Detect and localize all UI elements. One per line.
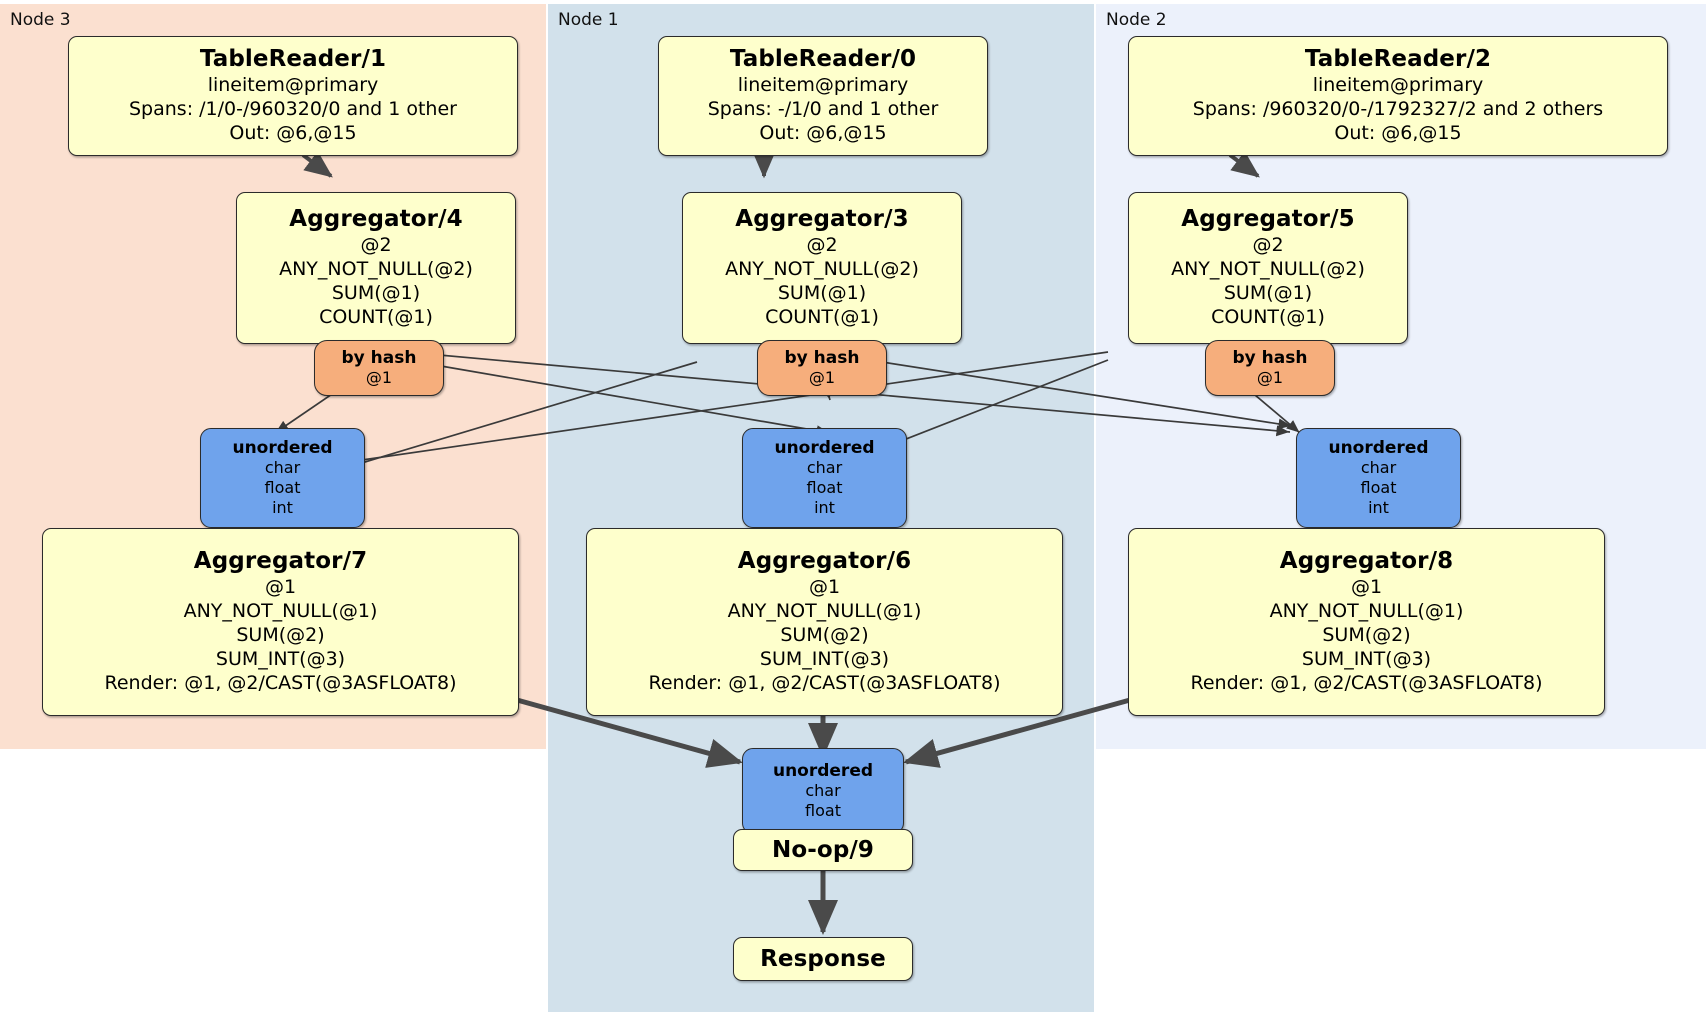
router-title: by hash [341,348,417,368]
stream-line: int [814,498,835,517]
node-title: TableReader/2 [1304,45,1492,72]
node-title: Aggregator/6 [737,547,912,574]
node-title: Aggregator/3 [735,205,909,232]
router-by-hash-node-1[interactable]: by hash @1 [757,340,887,396]
router-line: @1 [365,368,393,387]
node-line: SUM_INT(@3) [1301,647,1432,670]
node-title: Response [760,945,886,972]
stream-title: unordered [772,761,874,781]
cluster-label-node-2: Node 2 [1106,10,1167,30]
node-line: COUNT(@1) [1211,305,1325,328]
processor-response[interactable]: Response [733,937,913,981]
processor-tablereader-2[interactable]: TableReader/2 lineitem@primary Spans: /9… [1128,36,1668,156]
node-line: ANY_NOT_NULL(@1) [183,599,378,622]
node-line: @2 [360,233,392,256]
node-title: Aggregator/5 [1181,205,1355,232]
stream-line: int [272,498,293,517]
processor-tablereader-1[interactable]: TableReader/1 lineitem@primary Spans: /1… [68,36,518,156]
node-line: ANY_NOT_NULL(@2) [725,257,919,280]
node-line: ANY_NOT_NULL(@1) [727,599,922,622]
processor-aggregator-3[interactable]: Aggregator/3 @2 ANY_NOT_NULL(@2) SUM(@1)… [682,192,962,344]
cluster-label-node-1: Node 1 [558,10,619,30]
node-title: TableReader/0 [729,45,917,72]
node-line: ANY_NOT_NULL(@1) [1269,599,1464,622]
router-title: by hash [1232,348,1308,368]
node-title: Aggregator/7 [193,547,368,574]
node-line: COUNT(@1) [319,305,433,328]
node-title: No-op/9 [772,836,874,863]
node-line: Render: @1, @2/CAST(@3ASFLOAT8) [1190,671,1543,694]
node-line: @1 [1350,575,1383,598]
processor-aggregator-5[interactable]: Aggregator/5 @2 ANY_NOT_NULL(@2) SUM(@1)… [1128,192,1408,344]
processor-noop-9[interactable]: No-op/9 [733,829,913,871]
router-by-hash-node-3[interactable]: by hash @1 [314,340,444,396]
node-line: SUM(@1) [331,281,421,304]
node-line: Out: @6,@15 [229,121,357,144]
node-line: lineitem@primary [737,73,909,96]
node-line: COUNT(@1) [765,305,879,328]
stream-title: unordered [232,438,333,458]
stream-line: char [805,781,841,800]
node-line: SUM(@1) [1223,281,1313,304]
stream-line: char [264,458,301,477]
node-line: @1 [264,575,297,598]
router-line: @1 [808,368,836,387]
processor-aggregator-7[interactable]: Aggregator/7 @1 ANY_NOT_NULL(@1) SUM(@2)… [42,528,519,716]
router-by-hash-node-2[interactable]: by hash @1 [1205,340,1335,396]
processor-aggregator-8[interactable]: Aggregator/8 @1 ANY_NOT_NULL(@1) SUM(@2)… [1128,528,1605,716]
node-line: Spans: /960320/0-/1792327/2 and 2 others [1192,97,1604,120]
node-line: SUM(@2) [236,623,325,646]
stream-unordered-node-1[interactable]: unordered char float int [742,428,907,528]
stream-title: unordered [1328,438,1429,458]
processor-aggregator-6[interactable]: Aggregator/6 @1 ANY_NOT_NULL(@1) SUM(@2)… [586,528,1063,716]
stream-unordered-final[interactable]: unordered char float [742,748,904,834]
node-line: lineitem@primary [207,73,379,96]
node-line: SUM_INT(@3) [215,647,346,670]
stream-line: float [1360,478,1397,497]
node-title: TableReader/1 [199,45,387,72]
node-line: @1 [808,575,841,598]
processor-aggregator-4[interactable]: Aggregator/4 @2 ANY_NOT_NULL(@2) SUM(@1)… [236,192,516,344]
stream-line: char [1360,458,1397,477]
stream-line: float [806,478,843,497]
node-line: SUM(@1) [777,281,867,304]
router-line: @1 [1256,368,1284,387]
stream-line: int [1368,498,1389,517]
node-line: Spans: /1/0-/960320/0 and 1 other [129,97,457,120]
stream-title: unordered [774,438,875,458]
node-line: Render: @1, @2/CAST(@3ASFLOAT8) [104,671,457,694]
node-line: SUM_INT(@3) [759,647,890,670]
cluster-label-node-3: Node 3 [10,10,71,30]
node-line: @2 [806,233,838,256]
stream-unordered-node-2[interactable]: unordered char float int [1296,428,1461,528]
processor-tablereader-0[interactable]: TableReader/0 lineitem@primary Spans: -/… [658,36,988,156]
node-line: ANY_NOT_NULL(@2) [279,257,473,280]
stream-line: char [806,458,843,477]
node-line: Out: @6,@15 [1334,121,1462,144]
node-line: SUM(@2) [780,623,869,646]
node-line: lineitem@primary [1312,73,1484,96]
node-title: Aggregator/4 [289,205,463,232]
node-line: ANY_NOT_NULL(@2) [1171,257,1365,280]
node-line: SUM(@2) [1322,623,1411,646]
node-line: Render: @1, @2/CAST(@3ASFLOAT8) [648,671,1001,694]
node-line: @2 [1252,233,1284,256]
node-line: Spans: -/1/0 and 1 other [707,97,939,120]
stream-line: float [805,801,841,820]
router-title: by hash [784,348,860,368]
node-title: Aggregator/8 [1279,547,1454,574]
stream-line: float [264,478,301,497]
stream-unordered-node-3[interactable]: unordered char float int [200,428,365,528]
node-line: Out: @6,@15 [759,121,887,144]
